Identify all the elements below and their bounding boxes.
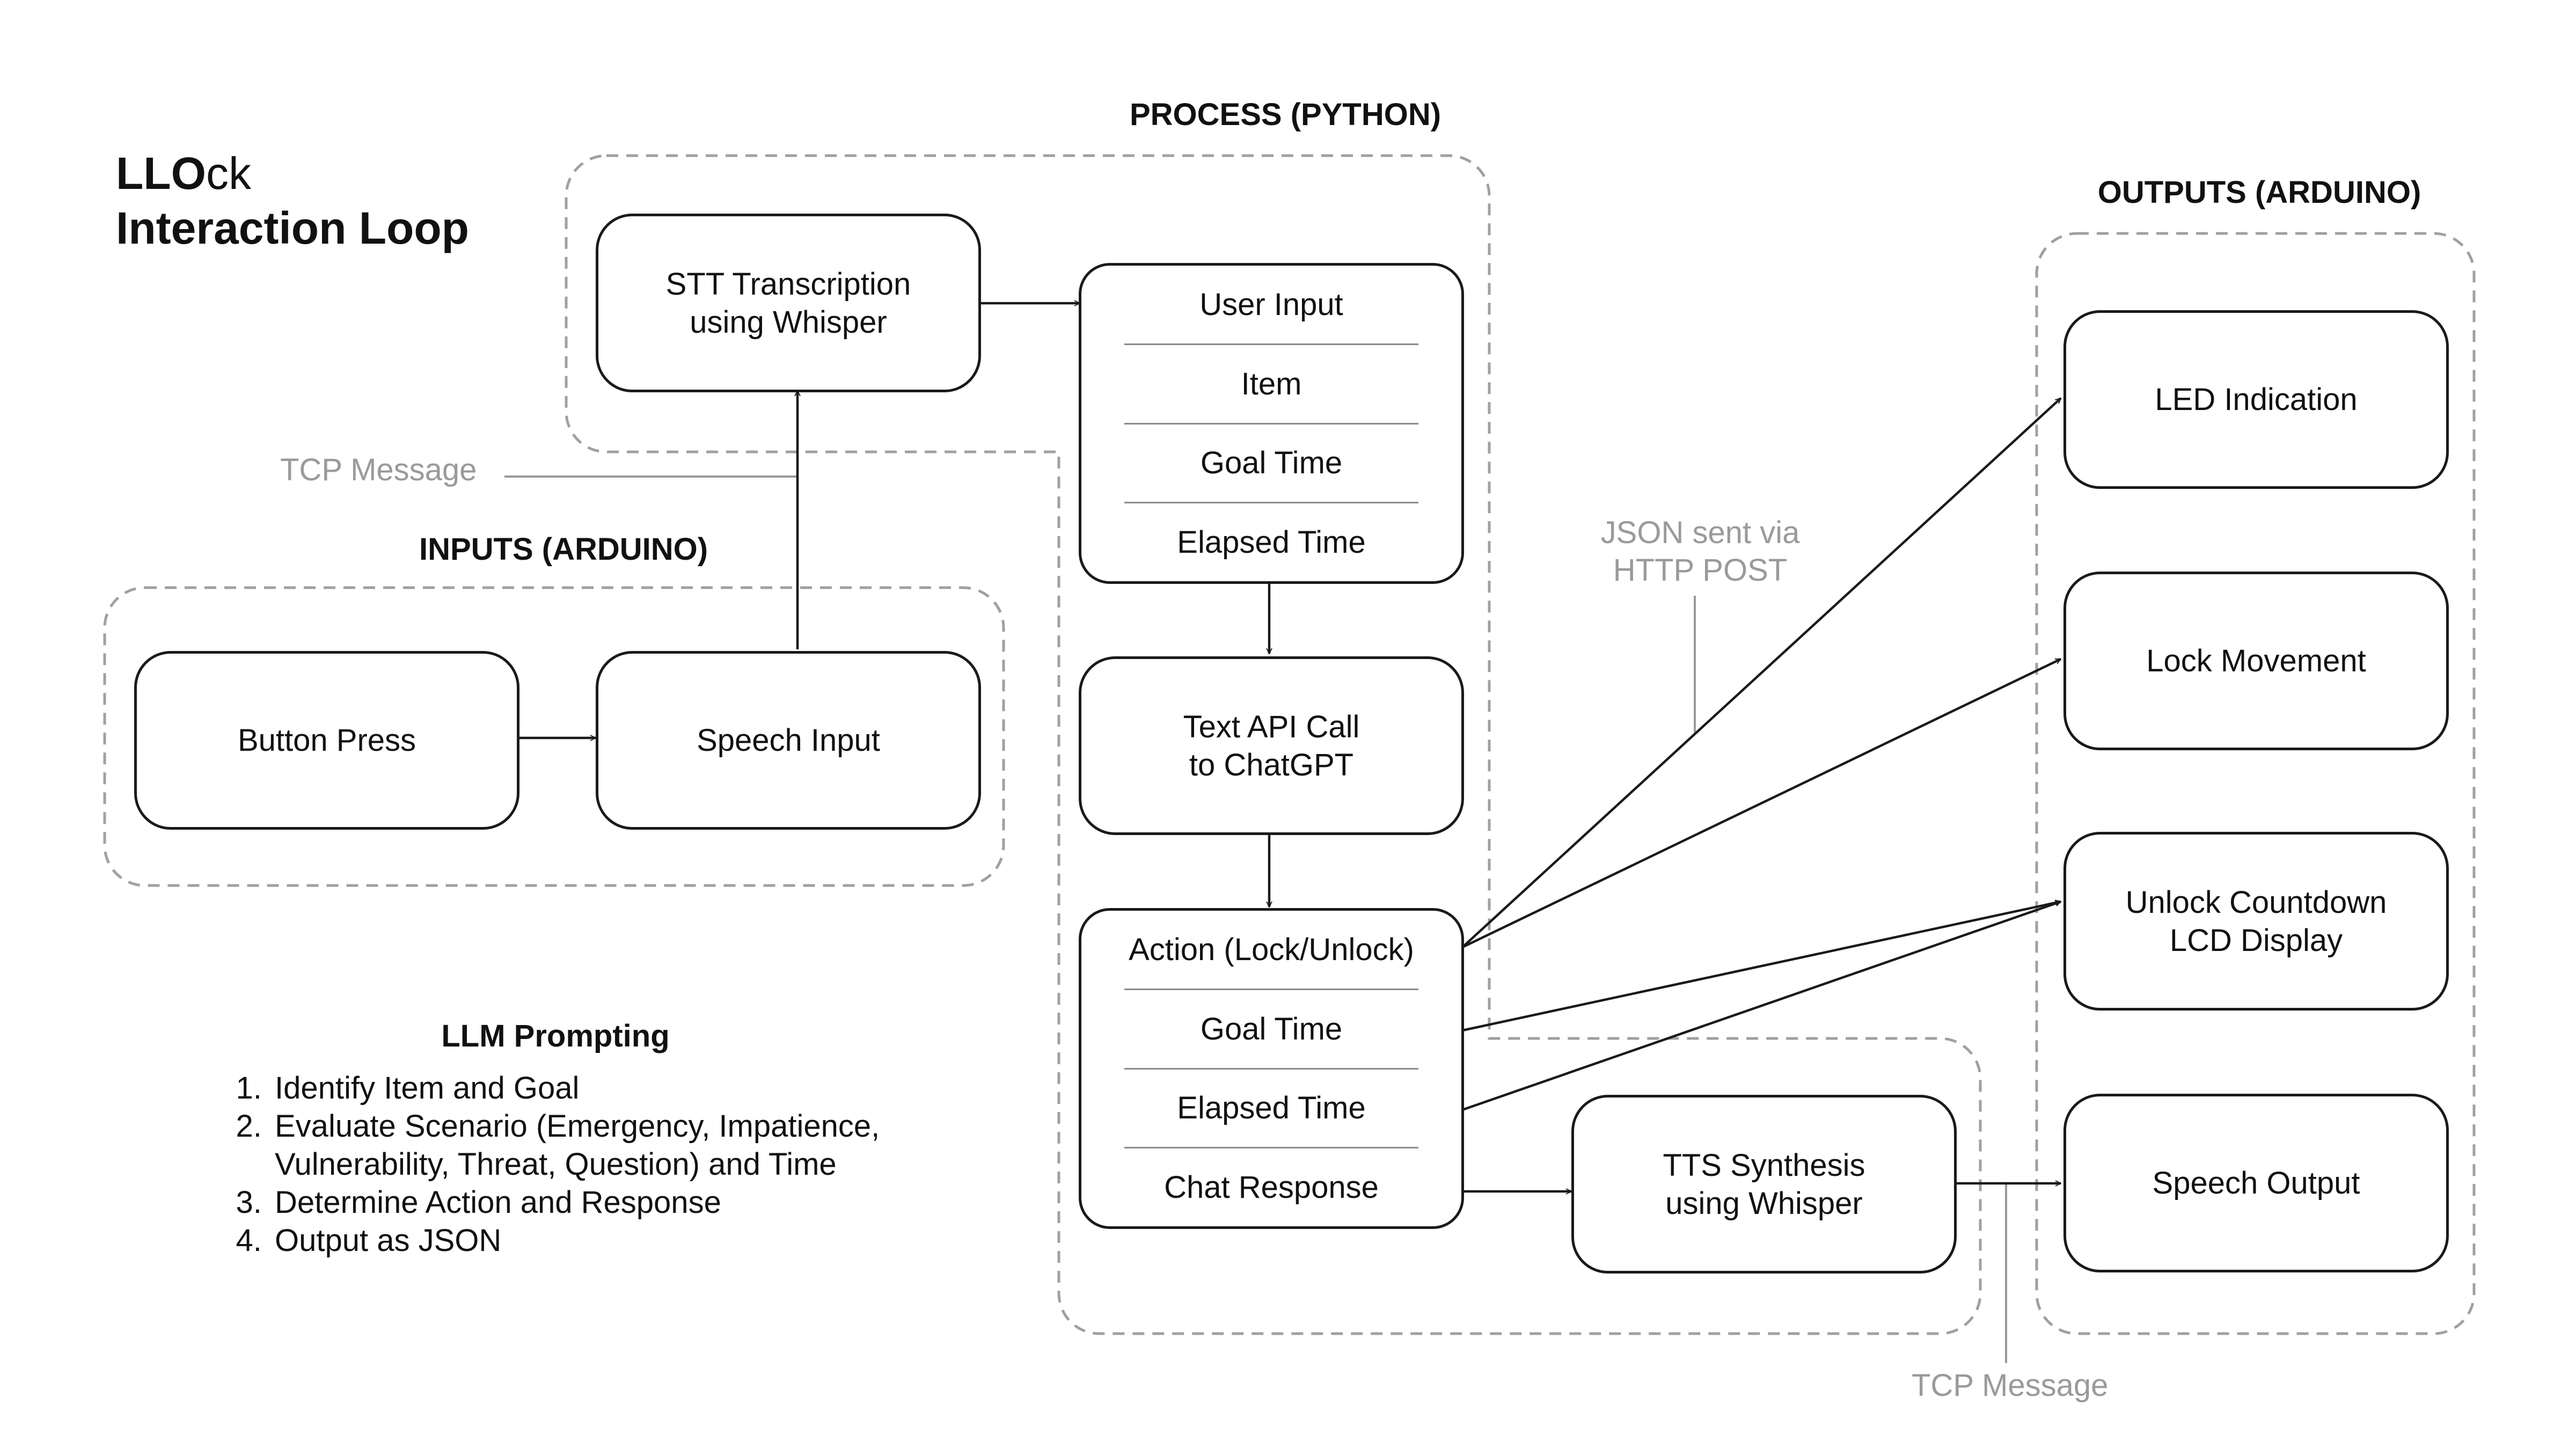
title-bold: LLO — [116, 148, 206, 199]
section-process: PROCESS (PYTHON) — [1129, 97, 1441, 132]
prompting-step: Determine Action and Response — [270, 1183, 919, 1221]
prompting-step: Output as JSON — [270, 1221, 919, 1260]
item-row: Item — [1124, 345, 1418, 425]
inputs-group-outline — [103, 586, 1005, 887]
led-node: LED Indication — [2063, 310, 2449, 489]
tcp-message-bottom: TCP Message — [1912, 1368, 2109, 1403]
elapsed-time-row: Elapsed Time — [1177, 525, 1366, 560]
action-goal-time-row: Goal Time — [1124, 990, 1418, 1070]
diagram-title: LLOck Interaction Loop — [116, 146, 469, 255]
prompting-step: Identify Item and Goal — [270, 1069, 919, 1107]
stt-node: STT Transcription using Whisper — [596, 214, 981, 392]
prompting-title: LLM Prompting — [441, 1019, 670, 1053]
arrow-action-to-lock — [1462, 657, 2061, 949]
button-press-label: Button Press — [237, 723, 416, 758]
arrow-elapsed-to-lcd — [1462, 902, 2061, 1111]
lcd-label: Unlock Countdown LCD Display — [2125, 884, 2387, 958]
title-rest: ck — [206, 148, 251, 199]
arrow-action-to-led — [1461, 397, 2062, 948]
action-stack: Action (Lock/Unlock) Goal Time Elapsed T… — [1079, 908, 1464, 1229]
led-label: LED Indication — [2155, 382, 2358, 417]
speech-output-node: Speech Output — [2063, 1094, 2449, 1272]
tts-label: TTS Synthesis using Whisper — [1663, 1147, 1865, 1221]
lock-label: Lock Movement — [2146, 643, 2366, 678]
action-elapsed-time-row: Elapsed Time — [1124, 1070, 1418, 1149]
prompting-steps: Identify Item and Goal Evaluate Scenario… — [225, 1069, 919, 1260]
speech-input-label: Speech Input — [697, 723, 880, 758]
json-post-note: JSON sent via HTTP POST — [1600, 515, 1800, 588]
speech-output-label: Speech Output — [2152, 1166, 2360, 1201]
action-row: Action (Lock/Unlock) — [1124, 911, 1418, 990]
lock-node: Lock Movement — [2063, 572, 2449, 750]
prompting-step: Evaluate Scenario (Emergency, Impatience… — [270, 1107, 919, 1183]
api-call-label: Text API Call to ChatGPT — [1183, 709, 1360, 782]
section-outputs: OUTPUTS (ARDUINO) — [2097, 175, 2421, 210]
goal-time-row: Goal Time — [1124, 425, 1418, 504]
arrow-goaltime-to-lcd — [1462, 902, 2061, 1032]
section-inputs: INPUTS (ARDUINO) — [419, 532, 708, 567]
tcp-message-top: TCP Message — [280, 452, 477, 487]
button-press-node: Button Press — [134, 651, 519, 830]
outputs-group-outline — [2035, 232, 2476, 1335]
stt-label: STT Transcription using Whisper — [665, 266, 911, 340]
speech-input-node: Speech Input — [596, 651, 981, 830]
lcd-node: Unlock Countdown LCD Display — [2063, 832, 2449, 1011]
api-call-node: Text API Call to ChatGPT — [1079, 656, 1464, 835]
chat-response-row: Chat Response — [1164, 1170, 1379, 1205]
user-input-stack: User Input Item Goal Time Elapsed Time — [1079, 263, 1464, 584]
title-line2: Interaction Loop — [116, 203, 469, 253]
tts-node: TTS Synthesis using Whisper — [1571, 1095, 1957, 1274]
user-input-row: User Input — [1124, 266, 1418, 345]
